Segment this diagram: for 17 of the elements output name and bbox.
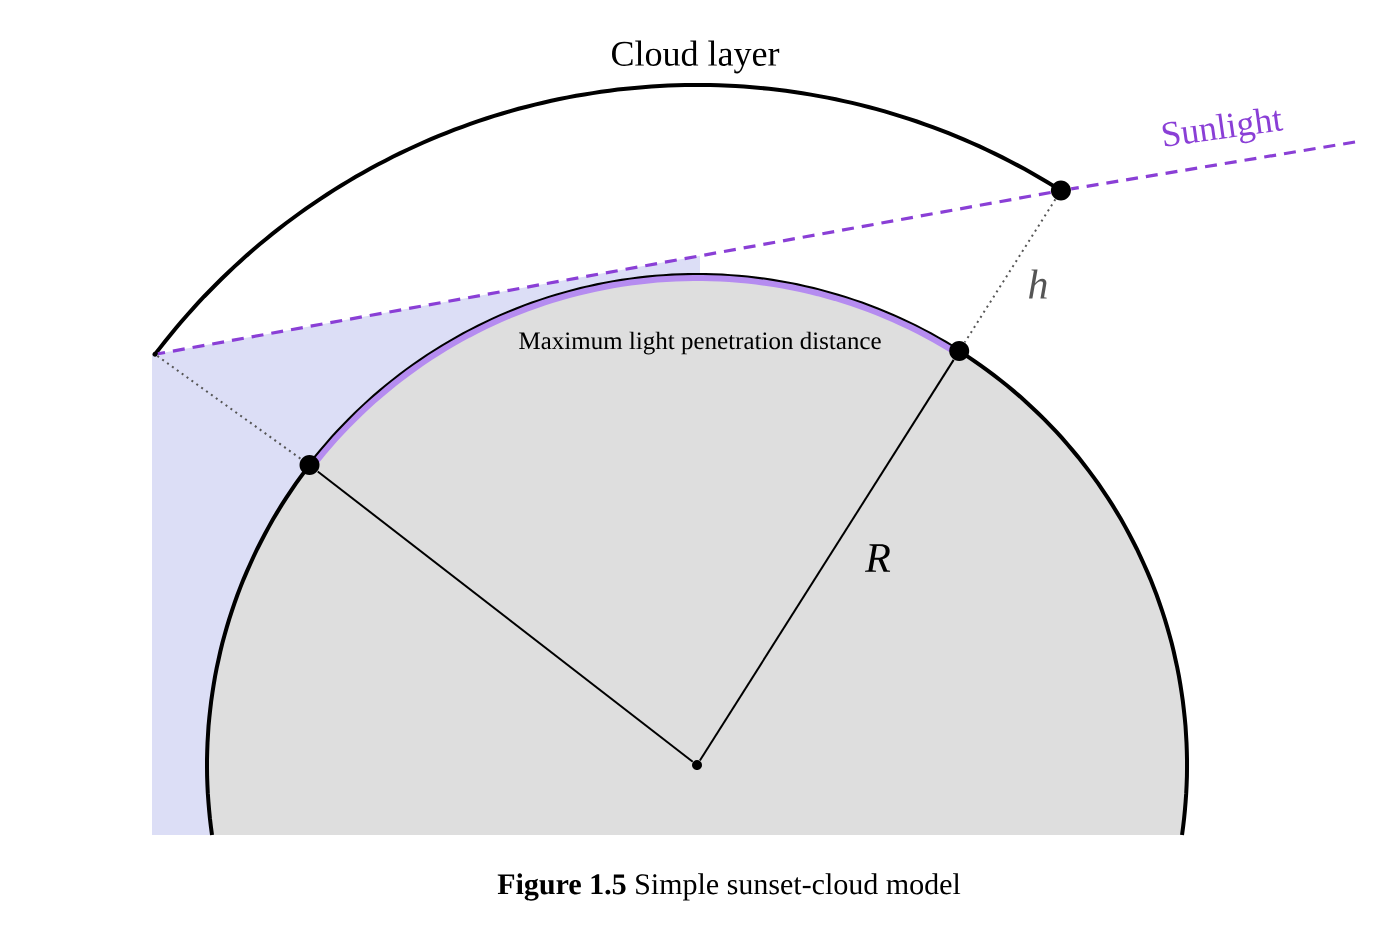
dotted-line xyxy=(156,355,303,461)
figure-caption: Figure 1.5 Simple sunset-cloud model xyxy=(497,873,961,901)
point-marker xyxy=(692,760,702,770)
arc-label: Maximum light penetration distance xyxy=(519,331,881,355)
radius-line xyxy=(316,470,694,763)
point-marker xyxy=(1050,180,1071,201)
edge-label: Sunlight xyxy=(1157,103,1287,157)
point-marker xyxy=(949,341,970,362)
layer-label: Cloud layer xyxy=(612,40,780,74)
dotted-line xyxy=(963,198,1057,344)
radius-line xyxy=(698,358,955,762)
light-ray xyxy=(157,190,1051,356)
point-marker xyxy=(152,351,158,357)
light-ray xyxy=(1070,140,1356,191)
edge-label: h xyxy=(1025,267,1051,301)
edge-label: R xyxy=(863,542,893,574)
point-marker xyxy=(299,455,320,476)
